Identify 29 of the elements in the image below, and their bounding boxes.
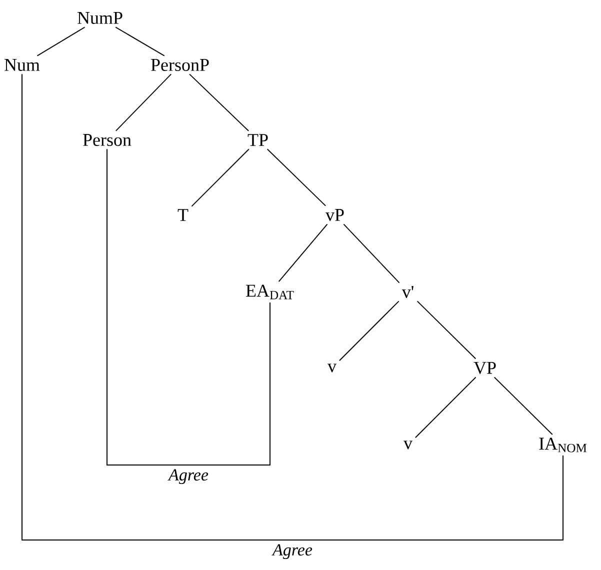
tree-label: VP — [474, 362, 496, 374]
tree-branch — [115, 74, 172, 132]
tree-branch — [278, 224, 328, 282]
tree-branch — [115, 26, 165, 56]
tree-branch — [189, 74, 250, 132]
tree-branch — [266, 148, 326, 206]
tree-label: NumP — [78, 12, 122, 24]
tree-branch — [416, 300, 476, 360]
tree-label: Num — [4, 59, 40, 71]
tree-branch — [191, 148, 250, 207]
edge-label: Agree — [168, 468, 210, 486]
tree-label: IA$_{NOM}$ — [539, 438, 587, 452]
tree-branch — [36, 26, 86, 56]
agree-bracket — [22, 74, 564, 540]
tree-label: PersonP — [151, 59, 209, 71]
tree-label: v — [404, 440, 412, 450]
tree-label: v' — [402, 286, 414, 298]
edge-label: Agree — [272, 543, 314, 560]
tree-label: T — [178, 209, 188, 221]
agree-bracket — [106, 148, 270, 466]
tree-branch — [414, 376, 476, 438]
tree-label: EA$_{DAT}$ — [246, 284, 294, 300]
tree-branch — [343, 224, 400, 284]
tree-branch — [494, 376, 553, 435]
tree-branch — [338, 300, 400, 362]
tree-label: Person — [83, 134, 132, 146]
tree-label: TP — [248, 134, 268, 146]
tree-label: vP — [326, 209, 344, 221]
tree-label: v — [328, 364, 336, 372]
